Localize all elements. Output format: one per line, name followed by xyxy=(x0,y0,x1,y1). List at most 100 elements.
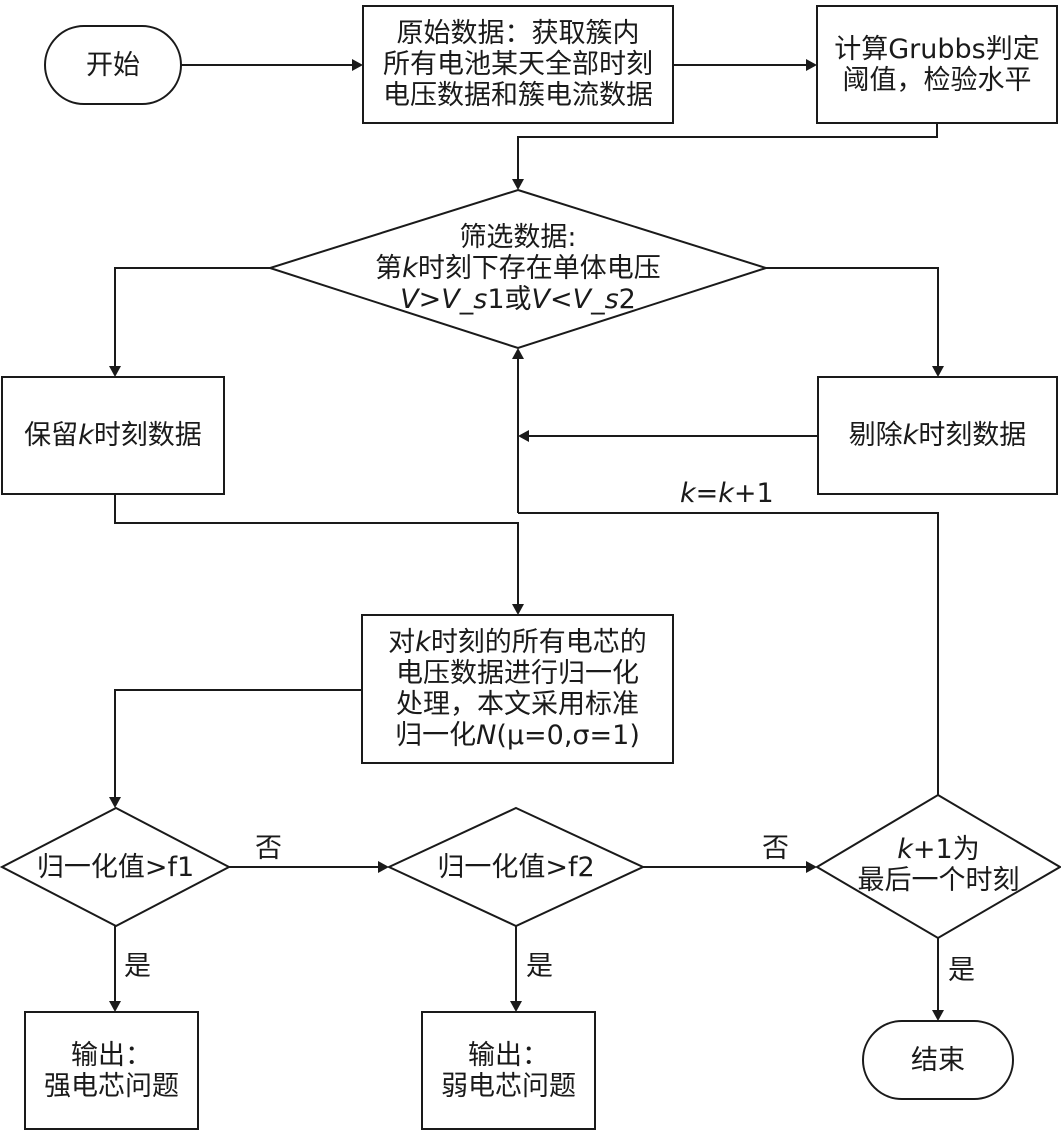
reject-text: 剔除k时刻数据 xyxy=(849,420,1027,451)
filter-var-k: k xyxy=(402,252,418,284)
normalize-var-k: k xyxy=(415,627,431,658)
grubbs-label: 计算Grubbs判定 阈值，检验水平 xyxy=(817,6,1057,123)
filter-var-v2: V xyxy=(531,283,550,315)
arrowhead-filter-bottom xyxy=(512,348,524,359)
raw-data-line-3: 电压数据和簇电流数据 xyxy=(383,80,653,111)
out-strong-line-1: 输出： xyxy=(71,1039,152,1071)
keep-var-k: k xyxy=(78,420,94,451)
arrowhead-last xyxy=(806,861,817,873)
end-label: 结束 xyxy=(863,1021,1013,1099)
keep-pre: 保留 xyxy=(24,420,79,451)
arrowhead-end xyxy=(932,1010,944,1021)
yes-label-last: 是 xyxy=(948,955,975,986)
loop-var-k2: k xyxy=(718,478,734,509)
edge-filter-to-keep xyxy=(114,267,270,368)
edge-keep-to-normalize xyxy=(114,494,519,606)
check-f2-label: 归一化值>f2 xyxy=(389,840,643,894)
normalize-line-4-pre: 归一化 xyxy=(395,720,477,751)
end-text: 结束 xyxy=(911,1044,965,1076)
filter-op-gt: > xyxy=(418,283,442,315)
out-weak-label: 输出： 弱电芯问题 xyxy=(422,1012,595,1129)
start-text: 开始 xyxy=(86,49,140,81)
check-f2-text: 归一化值>f2 xyxy=(437,851,595,883)
edge-grubbs-to-filter xyxy=(517,123,938,181)
reject-var-k: k xyxy=(902,420,919,451)
normalize-line-1-pre: 对 xyxy=(388,627,416,658)
filter-or: 1或 xyxy=(487,283,532,315)
arrowhead-f2 xyxy=(378,861,389,873)
normalize-box[interactable] xyxy=(361,614,674,764)
out-weak-line-1: 输出： xyxy=(468,1039,549,1071)
yes-label-f2: 是 xyxy=(526,951,553,982)
arrowhead-reject-loop xyxy=(518,430,529,442)
loop-var-k1: k xyxy=(680,478,696,509)
filter-var-vs1: V_s xyxy=(441,283,488,315)
keep-text: 保留k时刻数据 xyxy=(24,420,202,451)
normalize-line-2: 电压数据进行归一化 xyxy=(396,658,639,689)
filter-label: 筛选数据: 第k时刻下存在单体电压 V>V_s1或V<V_s2 xyxy=(290,205,746,331)
normalize-line-3: 处理，本文采用标准 xyxy=(396,689,639,720)
keep-box[interactable] xyxy=(1,376,225,495)
filter-var-vs2: V_s xyxy=(572,283,619,315)
raw-data-line-2: 所有电池某天全部时刻 xyxy=(383,49,653,80)
last-moment-label: k+1为 最后一个时刻 xyxy=(817,820,1060,910)
out-strong-line-2: 强电芯问题 xyxy=(44,1070,179,1102)
arrowhead-filter-top xyxy=(512,179,524,190)
loop-label: k=k+1 xyxy=(680,479,774,509)
check-f1-text: 归一化值>f1 xyxy=(36,851,195,883)
filter-line-2: 第k时刻下存在单体电压 xyxy=(375,253,661,284)
grubbs-line-1: 计算Grubbs判定 xyxy=(834,33,1040,65)
last-moment-line-1-post: +1为 xyxy=(912,834,980,865)
filter-var-v1: V xyxy=(400,283,419,315)
normalize-label: 对k时刻的所有电芯的 电压数据进行归一化 处理，本文采用标准 归一化N(μ=0,… xyxy=(362,615,673,763)
normalize-line-4: 归一化N(μ=0,σ=1) xyxy=(395,720,640,751)
last-moment-line-1: k+1为 xyxy=(897,834,979,865)
out-weak-line-2: 弱电芯问题 xyxy=(441,1070,576,1102)
arrowhead-weak xyxy=(510,1001,522,1012)
grubbs-line-2: 阈值，检验水平 xyxy=(842,64,1032,96)
edge-filter-to-reject xyxy=(766,267,939,368)
raw-data-label: 原始数据：获取簇内 所有电池某天全部时刻 电压数据和簇电流数据 xyxy=(363,6,673,123)
arrowhead-raw xyxy=(352,59,363,71)
last-moment-line-2: 最后一个时刻 xyxy=(857,865,1020,896)
start-label: 开始 xyxy=(45,26,181,104)
filter-line-3: V>V_s1或V<V_s2 xyxy=(400,284,636,315)
arrowhead-grubbs xyxy=(806,59,817,71)
filter-op-lt: < xyxy=(549,283,573,315)
edge-normalize-to-f1 xyxy=(114,689,362,799)
filter-line-2-post: 时刻下存在单体电压 xyxy=(417,252,661,284)
normalize-var-n: N xyxy=(476,720,497,751)
reject-label: 剔除k时刻数据 xyxy=(818,377,1057,494)
loop-eq: = xyxy=(695,478,719,509)
normalize-line-4-post: (μ=0,σ=1) xyxy=(496,720,640,751)
normalize-line-1: 对k时刻的所有电芯的 xyxy=(388,627,647,658)
out-strong-box[interactable] xyxy=(24,1011,199,1130)
filter-line-1: 筛选数据: xyxy=(459,221,577,253)
raw-data-box[interactable] xyxy=(362,5,674,124)
filter-line-2-pre: 第 xyxy=(375,252,403,284)
no-label-f1: 否 xyxy=(255,833,282,864)
last-moment-var-k: k xyxy=(897,834,913,865)
grubbs-box[interactable] xyxy=(816,5,1058,124)
keep-post: 时刻数据 xyxy=(93,420,202,451)
filter-num-2: 2 xyxy=(618,283,636,315)
arrowhead-keep xyxy=(109,366,121,377)
normalize-line-1-post: 时刻的所有电芯的 xyxy=(430,627,647,658)
yes-label-f1: 是 xyxy=(124,951,151,982)
arrowhead-f1 xyxy=(109,797,121,808)
out-strong-label: 输出： 强电芯问题 xyxy=(25,1012,198,1129)
reject-post: 时刻数据 xyxy=(918,420,1027,451)
edge-last-to-loop xyxy=(518,512,939,795)
arrowhead-reject xyxy=(932,366,944,377)
keep-label: 保留k时刻数据 xyxy=(2,377,224,494)
raw-data-line-1: 原始数据：获取簇内 xyxy=(396,18,640,49)
check-f1-label: 归一化值>f1 xyxy=(2,840,229,894)
out-weak-box[interactable] xyxy=(421,1011,596,1130)
loop-plus-one: +1 xyxy=(733,478,774,509)
no-label-f2: 否 xyxy=(762,833,789,864)
arrowhead-normalize xyxy=(512,604,524,615)
reject-pre: 剔除 xyxy=(848,420,903,451)
arrowhead-strong xyxy=(109,1001,121,1012)
reject-box[interactable] xyxy=(817,376,1058,495)
